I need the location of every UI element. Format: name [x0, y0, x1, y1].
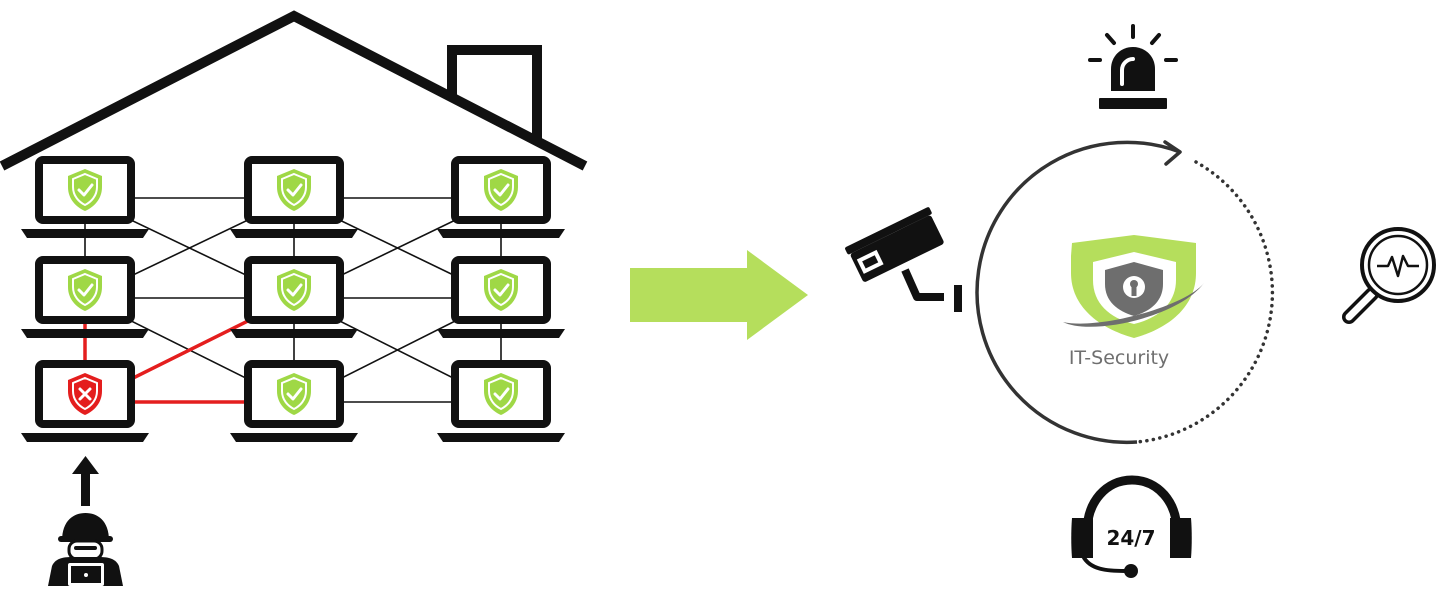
laptop-node [230, 364, 358, 442]
laptop-node [21, 364, 149, 442]
security-cycle [975, 140, 1275, 445]
shield-lock-icon [1063, 235, 1204, 338]
laptop-node [437, 364, 565, 442]
hacker-icon [48, 513, 123, 586]
siren-icon [1088, 24, 1178, 109]
network-nodes [21, 160, 565, 442]
support-hours-label: 24/7 [1106, 526, 1155, 550]
magnifier-pulse-icon [1342, 227, 1436, 324]
security-camera-icon [845, 207, 962, 312]
house-outline [0, 10, 588, 171]
arrow-right-icon [630, 250, 808, 340]
headset-icon [1071, 475, 1192, 578]
it-security-label: IT-Security [1069, 347, 1169, 369]
arrow-up-icon [72, 456, 99, 506]
